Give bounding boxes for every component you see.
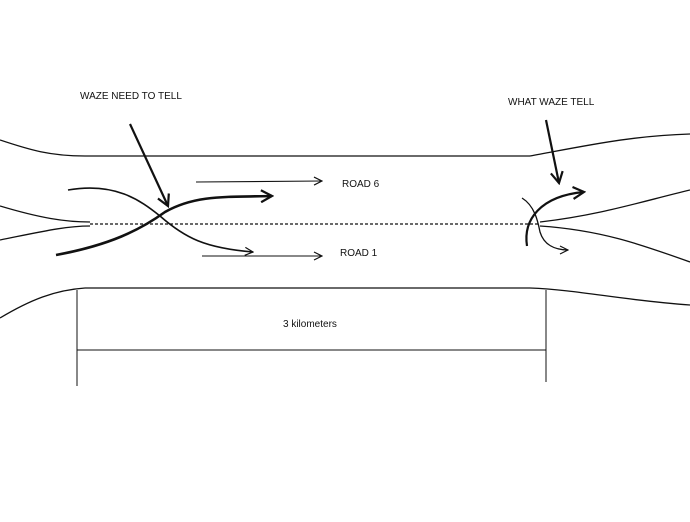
- distance-label: 3 kilometers: [283, 319, 337, 330]
- right-split-upper: [539, 189, 690, 223]
- left-merge-upper: [0, 205, 91, 223]
- crossing-curve-to-road-6: [55, 196, 272, 257]
- road-edge-bottom-right: [529, 287, 690, 306]
- split-arrow-lower: [521, 197, 568, 250]
- waze-need-to-tell-label: WAZE NEED TO TELL: [80, 91, 182, 102]
- road-edge-top-right: [529, 133, 690, 157]
- road-6-label: ROAD 6: [342, 179, 380, 190]
- what-waze-tell-pointer-arrow: [544, 119, 559, 183]
- road-edge-bottom-left: [0, 287, 86, 319]
- road-1-label: ROAD 1: [340, 248, 378, 259]
- right-split-lower: [539, 225, 690, 263]
- road-6-arrow: [195, 181, 322, 182]
- what-waze-tell-label: WHAT WAZE TELL: [508, 97, 595, 108]
- left-merge-lower: [0, 225, 91, 241]
- road-edge-top-left: [0, 139, 86, 157]
- waze-need-pointer-arrow: [129, 123, 168, 206]
- split-arrow-upper: [525, 192, 584, 247]
